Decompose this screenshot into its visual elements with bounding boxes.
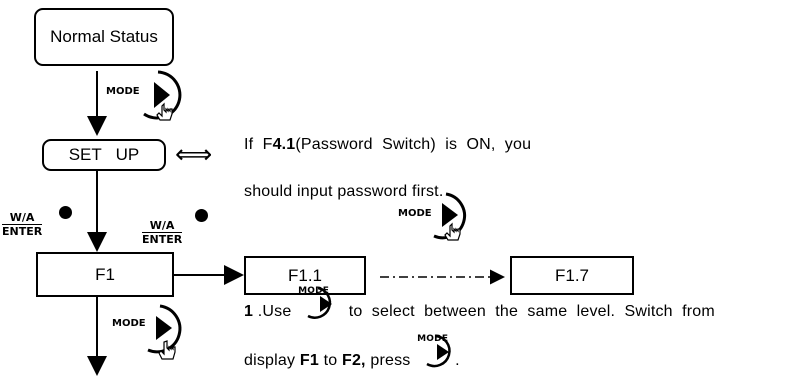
wa-label: W/A (2, 212, 43, 225)
instruction-period: . (455, 352, 460, 370)
enter-label-2: ENTER (142, 233, 183, 246)
instruction-from: F1 (299, 352, 319, 370)
setup-label: SET UP (68, 145, 140, 164)
double-arrow-icon: ⟺ (175, 140, 213, 170)
mode-inline-icon-2: MODE (415, 334, 455, 370)
instruction-use: .Use (253, 303, 292, 321)
indicator-dot-left (59, 206, 72, 219)
enter-label: ENTER (2, 225, 43, 238)
f1-7-label: F1.7 (554, 265, 590, 285)
password-note-rest: (Password Switch) is ON, you (295, 136, 532, 153)
setup-box: SET UP (42, 139, 166, 171)
f1-1-box: F1.1 (244, 256, 366, 295)
mode-button-icon-2: MODE (398, 190, 478, 246)
mode-inline-label-2: MODE (417, 334, 449, 344)
mode-label-1: MODE (106, 86, 140, 97)
wa-label-2: W/A (142, 220, 183, 233)
wa-enter-key-right: W/A ENTER (142, 220, 183, 246)
wa-enter-key-left: W/A ENTER (2, 212, 43, 238)
password-note-param: 4.1 (272, 136, 296, 153)
mode-button-icon-1: MODE (106, 64, 186, 121)
mode-dial-icon-2 (433, 192, 467, 241)
password-note-line2: should input password first. (244, 183, 444, 200)
password-note-line1: If F4.1(Password Switch) is ON, you (244, 136, 531, 154)
normal-status-label: Normal Status (50, 27, 158, 46)
mode-button-icon-3: MODE (112, 302, 192, 360)
mode-inline-icon-1: MODE (296, 286, 344, 322)
password-note-prefix: If F (244, 136, 273, 153)
instruction-press: press (365, 352, 411, 370)
f1-1-label: F1.1 (287, 265, 323, 285)
instruction-display: display (244, 352, 300, 370)
instruction-to: to (318, 352, 342, 370)
normal-status-box: Normal Status (34, 8, 174, 66)
instruction-target: F2, (341, 352, 366, 370)
mode-inline-label-1: MODE (298, 286, 330, 296)
indicator-dot-right (195, 209, 208, 222)
instruction-number: 1 (244, 303, 254, 321)
f1-label: F1 (95, 264, 115, 284)
mode-dial-icon-3 (147, 304, 182, 360)
mode-inline-dial-1 (307, 286, 333, 319)
mode-label-2: MODE (398, 208, 432, 219)
f1-box: F1 (36, 252, 174, 297)
mode-dial-icon-1 (143, 70, 182, 121)
instruction-line2: display F1 to F2, press MODE . (244, 334, 460, 370)
instruction-rest1: to select between the same level. Switch… (348, 303, 715, 321)
f1-7-box: F1.7 (510, 256, 634, 295)
mode-label-3: MODE (112, 318, 146, 329)
instruction-line1: 1 .Use MODE to select between the same l… (244, 286, 784, 322)
mode-inline-dial-2 (426, 334, 451, 368)
